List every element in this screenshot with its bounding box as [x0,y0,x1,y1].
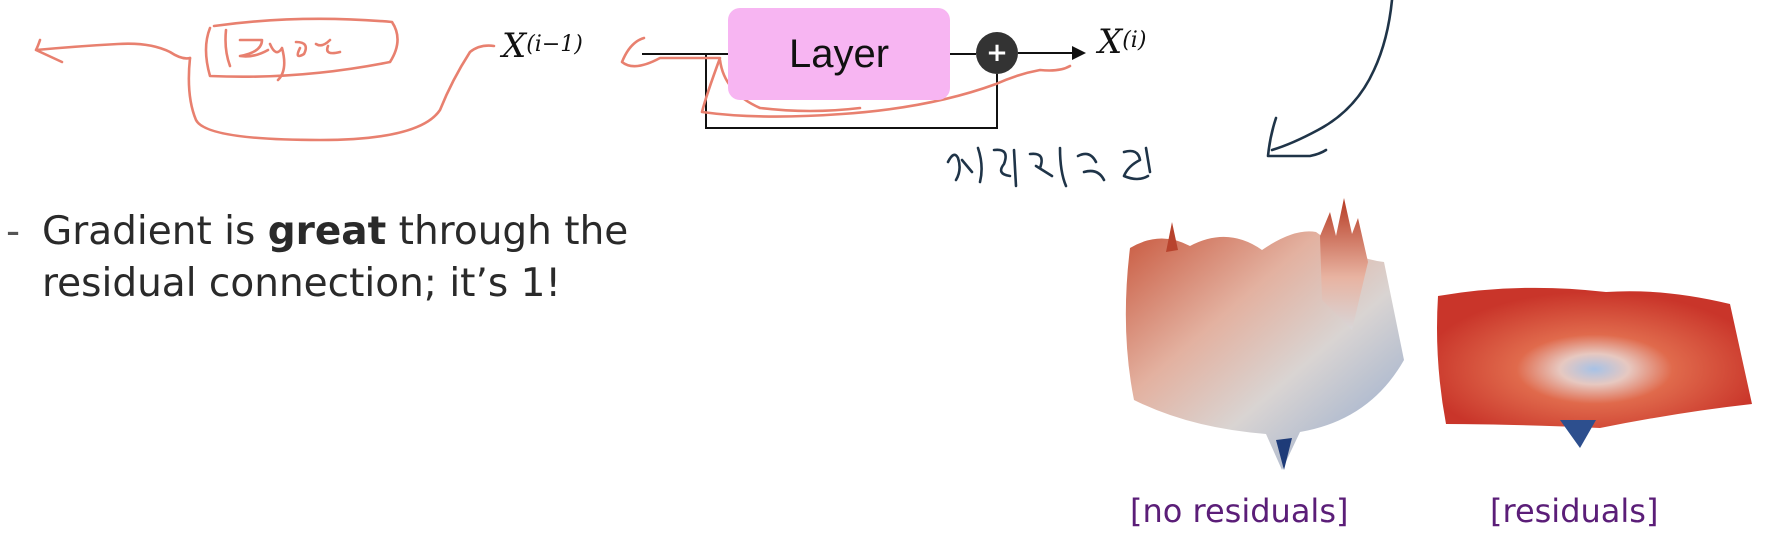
plus-icon: + [986,38,1008,68]
sketch-inner-curve [718,58,862,113]
skip-connection-line [705,54,998,129]
caption-residuals: [residuals] [1490,492,1659,530]
sketch-left-curve [187,44,496,142]
output-label: X(i) [1098,22,1146,62]
layer-block: Layer [728,8,950,100]
sketch-left-arrow [34,38,192,64]
caption-no-residuals: [no residuals] [1130,492,1349,530]
bullet-text-start: Gradient is [42,209,268,254]
sketch-korean-scribble [946,146,1152,188]
bullet-bold-word: great [267,209,387,254]
sketch-layer-rect [204,17,399,79]
output-arrowhead [1072,46,1086,60]
loss-surface-no-residuals [1125,198,1404,470]
output-label-superscript: (i) [1122,28,1147,53]
sketch-skip-path [620,36,1072,118]
input-label-superscript: (i−1) [526,32,583,57]
pink-sketch [34,17,1072,142]
layer-block-label: Layer [788,31,890,76]
bullet-dash: - [6,209,21,254]
connector-lines [642,46,1086,129]
input-label: X(i−1) [502,26,583,66]
sketch-arrowhead [1266,116,1328,158]
navy-sketch [946,0,1394,188]
sketch-layer-word [224,28,342,82]
bullet-text: Gradient is great through the residual c… [42,206,702,310]
loss-surface-residuals [1437,287,1752,448]
bullet-text-end: through the residual connection; it’s 1! [42,209,629,306]
output-label-base: X [1098,22,1123,62]
sketch-long-arrow-shaft [1270,0,1394,152]
input-label-base: X [502,26,527,66]
residual-add-node: + [976,32,1018,74]
